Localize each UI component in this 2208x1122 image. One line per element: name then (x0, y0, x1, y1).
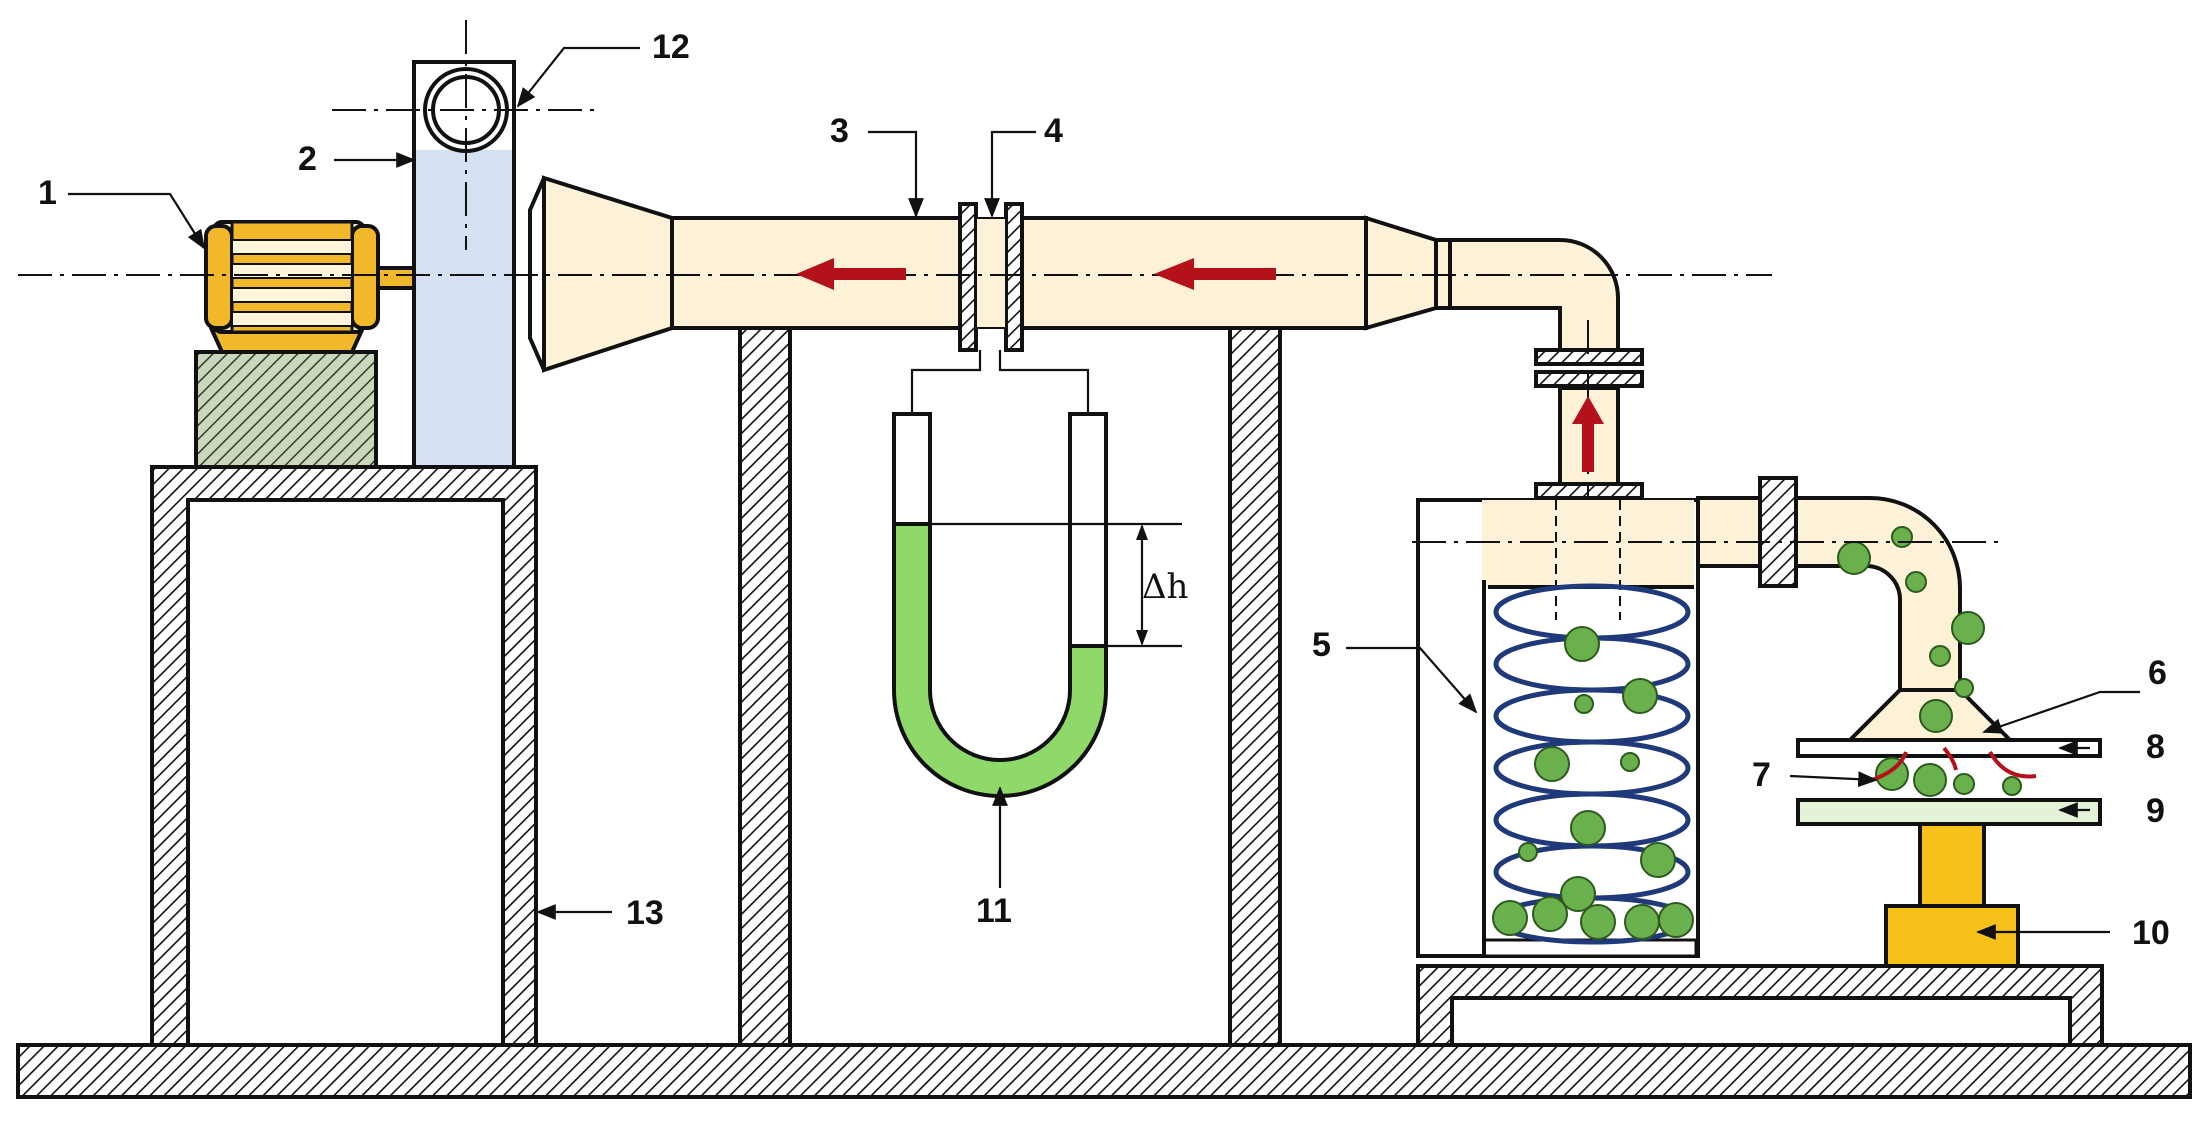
electric-motor-1 (204, 220, 416, 354)
coil-separator-5 (1416, 498, 1700, 958)
label-10: 10 (2132, 914, 2170, 952)
flow-arrow-up (1572, 396, 1604, 472)
label-2: 2 (298, 140, 317, 178)
label-11: 11 (976, 892, 1012, 930)
right-base-table (1416, 964, 2104, 1047)
label-9: 9 (2146, 792, 2165, 830)
pedestal-10 (1884, 822, 2020, 968)
motor-base (194, 350, 378, 469)
label-5: 5 (1312, 626, 1331, 664)
label-13: 13 (626, 894, 664, 932)
label-7: 7 (1752, 756, 1771, 794)
flow-arrow-right (1154, 258, 1276, 290)
label-6: 6 (2148, 654, 2167, 692)
duct-support-right (1228, 326, 1282, 1047)
leader-lines (68, 46, 2140, 940)
duct-support-left (738, 326, 792, 1047)
u-tube-manometer-11: Δh (892, 350, 1188, 798)
air-duct-3 (528, 175, 1620, 486)
label-3: 3 (830, 112, 849, 150)
label-4: 4 (1044, 112, 1063, 150)
callout-labels: 1 2 3 4 5 6 7 8 9 10 11 12 13 (38, 28, 2170, 952)
orifice-plate-4 (958, 202, 1024, 352)
particles-in-separator (1492, 626, 1694, 940)
centrifugal-fan-2 (412, 60, 516, 469)
label-8: 8 (2146, 728, 2165, 766)
support-frame-13 (150, 465, 538, 1047)
delta-h-label: Δh (1142, 567, 1188, 607)
flow-arrow-left (796, 258, 906, 290)
ground-floor (16, 1043, 2192, 1099)
label-1: 1 (38, 174, 57, 212)
outlet-duct (1696, 476, 2015, 742)
label-12: 12 (652, 28, 690, 66)
fan-axis-lines (332, 20, 600, 250)
particles-between-plates-7 (1875, 757, 2022, 797)
plate-9 (1796, 798, 2102, 826)
